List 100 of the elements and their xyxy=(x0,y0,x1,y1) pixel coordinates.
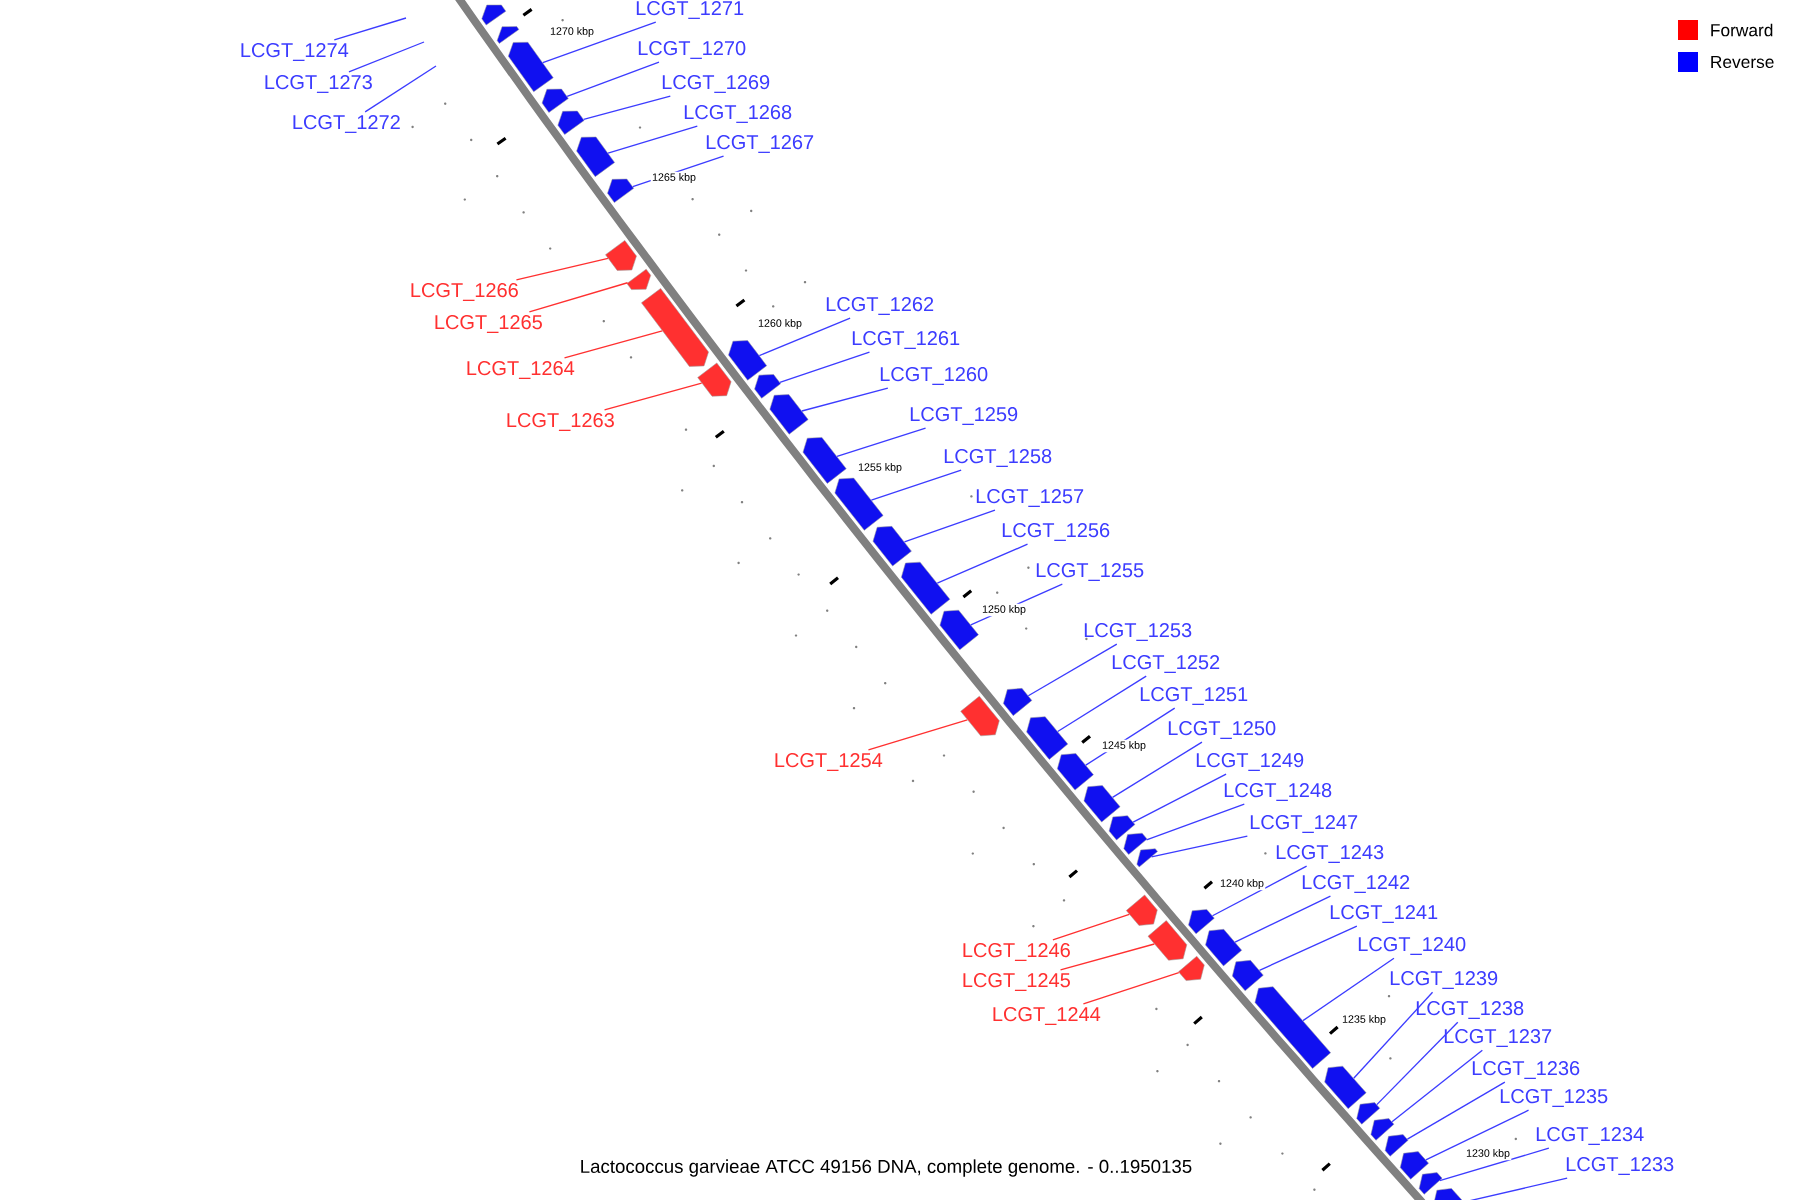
gene-label: LCGT_1259 xyxy=(910,407,1018,425)
gene-block xyxy=(1123,832,1148,855)
gene-label: LCGT_1248 xyxy=(1224,783,1332,801)
gene-block xyxy=(872,526,912,567)
leader-line xyxy=(801,387,889,412)
gene-label: LCGT_1265 xyxy=(435,315,542,333)
gene-label: LCGT_1250 xyxy=(1168,721,1276,739)
gene-block xyxy=(1324,1065,1367,1109)
gene-block xyxy=(1400,1151,1429,1180)
gene-block xyxy=(1433,1188,1468,1200)
gene-label: LCGT_1264 xyxy=(467,361,575,379)
leader-line xyxy=(1150,835,1248,858)
leader-line xyxy=(1085,707,1176,766)
gene-block xyxy=(1188,909,1215,935)
gene-block xyxy=(605,240,637,271)
gene-label: LCGT_1256 xyxy=(1002,523,1110,541)
gene-label: LCGT_1240 xyxy=(1358,937,1466,955)
gene-block xyxy=(641,288,709,367)
leader-line xyxy=(515,257,609,281)
leader-line xyxy=(867,719,968,751)
leader-line xyxy=(936,543,1029,584)
leader-line xyxy=(1082,971,1180,1005)
leader-line xyxy=(1376,1021,1459,1106)
gene-label: LCGT_1260 xyxy=(880,367,988,385)
gene-label: LCGT_1271 xyxy=(636,1,744,19)
leader-line xyxy=(348,41,425,73)
gene-label: LCGT_1236 xyxy=(1472,1061,1580,1079)
gene-block xyxy=(1126,894,1158,926)
gene-label: LCGT_1234 xyxy=(1536,1127,1644,1145)
gene-block xyxy=(1178,955,1205,981)
gene-label: LCGT_1274 xyxy=(241,43,349,61)
gene-label: LCGT_1263 xyxy=(507,413,614,431)
gene-label: LCGT_1270 xyxy=(638,41,746,59)
gene-label: LCGT_1255 xyxy=(1036,563,1144,581)
gene-label: LCGT_1266 xyxy=(411,283,518,301)
gene-block xyxy=(1356,1102,1380,1125)
gene-label: LCGT_1245 xyxy=(963,973,1070,991)
gene-label: LCGT_1257 xyxy=(976,489,1084,507)
leader-line xyxy=(333,17,407,41)
gene-block xyxy=(769,394,809,435)
leader-line xyxy=(566,61,660,98)
gene-block xyxy=(1136,848,1158,868)
leader-line xyxy=(1145,803,1245,841)
leader-line xyxy=(364,65,437,113)
leader-line xyxy=(870,469,962,501)
gene-label: LCGT_1273 xyxy=(265,75,372,93)
gene-block xyxy=(1003,688,1033,716)
gene-label: LCGT_1261 xyxy=(852,331,960,349)
leader-line xyxy=(1111,741,1203,798)
gene-label: LCGT_1233 xyxy=(1566,1157,1674,1175)
leader-line xyxy=(607,125,698,154)
leader-line xyxy=(1234,895,1332,943)
gene-block xyxy=(939,609,979,651)
gene-label: LCGT_1268 xyxy=(684,105,792,123)
gene-block xyxy=(754,374,781,399)
leader-line xyxy=(1211,865,1308,917)
gene-label: LCGT_1239 xyxy=(1390,971,1498,989)
leader-line xyxy=(603,382,703,411)
gene-label: LCGT_1235 xyxy=(1500,1089,1608,1107)
leader-line xyxy=(970,583,1063,626)
gene-block xyxy=(481,4,507,26)
gene-block xyxy=(1083,785,1121,823)
gene-label: LCGT_1252 xyxy=(1112,655,1220,673)
gene-label: LCGT_1237 xyxy=(1444,1029,1552,1047)
leader-line xyxy=(1439,1147,1550,1182)
gene-block xyxy=(1147,920,1188,961)
gene-block xyxy=(541,88,569,113)
gene-block xyxy=(960,695,1000,737)
gene-label: LCGT_1272 xyxy=(293,115,400,133)
gene-label: LCGT_1246 xyxy=(963,943,1070,961)
gene-block xyxy=(1254,986,1331,1069)
gene-block xyxy=(1026,716,1069,760)
gene-block xyxy=(557,110,585,135)
leader-line xyxy=(1258,925,1358,971)
gene-label: LCGT_1242 xyxy=(1302,875,1410,893)
gene-block xyxy=(607,178,634,203)
gene-block xyxy=(1384,1134,1409,1157)
gene-block xyxy=(626,268,651,290)
leader-line xyxy=(779,351,871,383)
leader-line xyxy=(632,155,725,188)
gene-label: LCGT_1262 xyxy=(826,297,934,315)
gene-label: LCGT_1267 xyxy=(706,135,814,153)
gene-block xyxy=(1057,753,1094,791)
gene-label: LCGT_1247 xyxy=(1250,815,1358,833)
gene-block xyxy=(496,26,520,44)
gene-block xyxy=(1418,1172,1443,1195)
leader-line xyxy=(1302,957,1395,1022)
leader-line xyxy=(1057,675,1147,733)
leader-line xyxy=(1027,643,1118,697)
gene-block xyxy=(697,362,732,397)
gene-label: LCGT_1251 xyxy=(1140,687,1248,705)
gene-block xyxy=(1205,929,1242,967)
leader-line xyxy=(903,509,996,543)
gene-label: LCGT_1241 xyxy=(1330,905,1438,923)
gene-label: LCGT_1258 xyxy=(944,449,1052,467)
gene-block xyxy=(901,561,951,615)
leader-line xyxy=(758,317,851,357)
gene-block xyxy=(728,340,767,381)
legend-label: Reverse xyxy=(1711,55,1774,69)
leader-line xyxy=(836,427,927,458)
